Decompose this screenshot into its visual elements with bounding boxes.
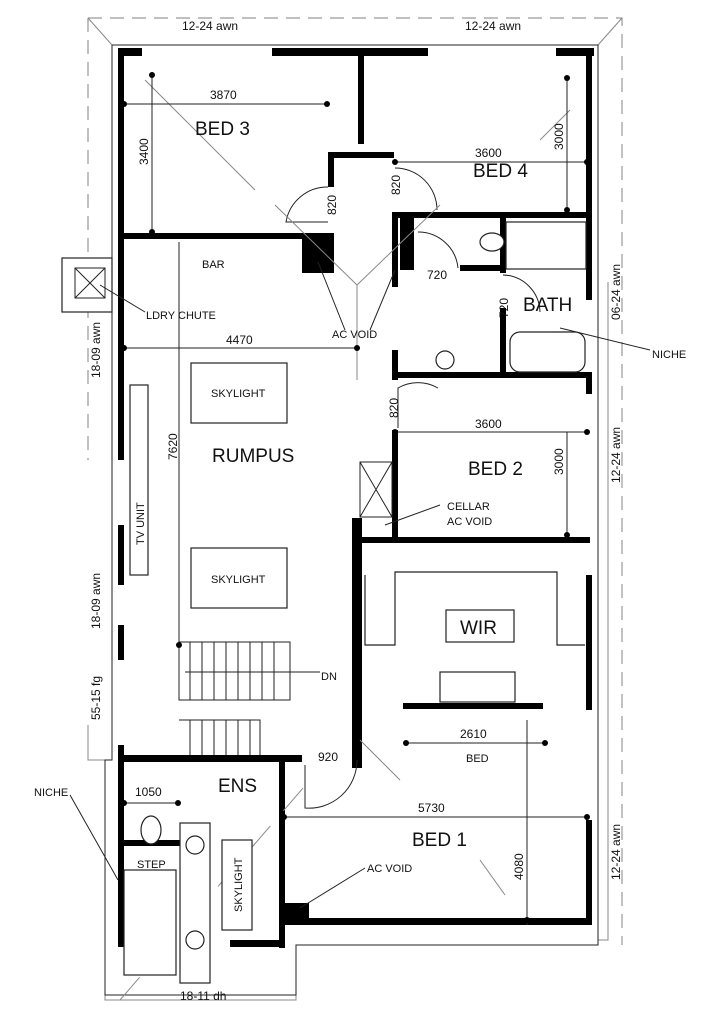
dim-door-bed1: 920 (318, 750, 338, 764)
bed-label: BED (466, 753, 489, 765)
dim-door-bed2: 820 (387, 398, 401, 418)
dim-wc-door: 720 (427, 268, 447, 282)
dim-bed4-width: 3600 (475, 146, 502, 160)
dim-rumpus-depth: 7620 (166, 433, 180, 460)
dn-label: DN (321, 671, 337, 683)
laundry-chute (61, 257, 113, 313)
window-right-bed2: 12-24 awn (609, 427, 623, 483)
window-top-left: 12-24 awn (182, 19, 238, 33)
ac-void-bed1-label: AC VOID (367, 863, 412, 875)
ens-shower (123, 869, 177, 976)
dim-bed1-depth: 4080 (512, 853, 526, 880)
niche-bath-label: NICHE (652, 349, 686, 361)
ens-skylight-label: SKYLIGHT (233, 857, 245, 912)
dim-bath-door: 720 (497, 298, 511, 318)
step-label: STEP (137, 859, 166, 871)
room-bath: BATH (523, 295, 572, 316)
dim-bed3-depth: 3400 (137, 138, 151, 165)
window-right-bed1: 12-24 awn (609, 824, 623, 880)
dim-bed1-width: 5730 (418, 801, 445, 815)
window-left-middle: 18-09 awn (89, 573, 103, 629)
leader-lines (69, 261, 651, 909)
dim-bed-width: 2610 (460, 727, 487, 741)
window-right-bath: 06-24 awn (609, 264, 623, 320)
wir-label-box (445, 609, 515, 643)
skylight-label-1: SKYLIGHT (211, 388, 266, 400)
ens-skylight (221, 839, 253, 931)
dim-rumpus-width: 4470 (226, 333, 253, 347)
dim-bed3-width: 3870 (210, 88, 237, 102)
cellar-ac-void-label: AC VOID (447, 516, 492, 528)
tv-unit-label: TV UNIT (135, 502, 147, 545)
internal-walls (122, 56, 590, 925)
tv-unit (129, 384, 149, 576)
room-bed1: BED 1 (412, 830, 467, 851)
cellar-label: CELLAR (447, 501, 490, 513)
ldry-chute-label: LDRY CHUTE (146, 310, 216, 322)
ridge-lines (119, 79, 571, 1001)
bathtub (509, 331, 586, 373)
roof-outline (87, 17, 623, 1001)
ac-void-label: AC VOID (332, 329, 377, 341)
dimension-lines (122, 72, 588, 925)
skylight-label-2: SKYLIGHT (211, 574, 266, 586)
dim-bed2-width: 3600 (475, 417, 502, 431)
dim-door-bed3: 820 (325, 195, 339, 215)
dim-bed4-depth: 3000 (552, 123, 566, 150)
dim-door-bed4: 820 (389, 175, 403, 195)
basin (435, 350, 455, 370)
window-left-lower: 55-15 fg (89, 676, 103, 720)
staircase (178, 641, 320, 755)
dimension-dots (121, 72, 590, 923)
toilet (479, 232, 505, 252)
bar-label: BAR (202, 259, 225, 271)
window-left-upper: 18-09 awn (89, 322, 103, 378)
skylight-1 (190, 362, 288, 424)
dim-bed2-depth: 3000 (552, 448, 566, 475)
room-bed2: BED 2 (468, 459, 523, 480)
room-ens: ENS (218, 776, 257, 797)
ens-toilet (140, 815, 162, 845)
shower-bath (505, 221, 587, 270)
fixtures (61, 221, 587, 984)
window-bottom-ens: 18-11 dh (180, 989, 226, 1003)
window-top-right: 12-24 awn (465, 19, 521, 33)
niche-ens-label: NICHE (34, 787, 68, 799)
room-rumpus: RUMPUS (212, 446, 294, 467)
room-bed4: BED 4 (473, 161, 528, 182)
room-wir: WIR (460, 618, 497, 639)
skylight-2 (190, 547, 288, 609)
room-bed3: BED 3 (195, 119, 250, 140)
doors (285, 167, 541, 809)
dim-ens-width: 1050 (135, 785, 162, 799)
